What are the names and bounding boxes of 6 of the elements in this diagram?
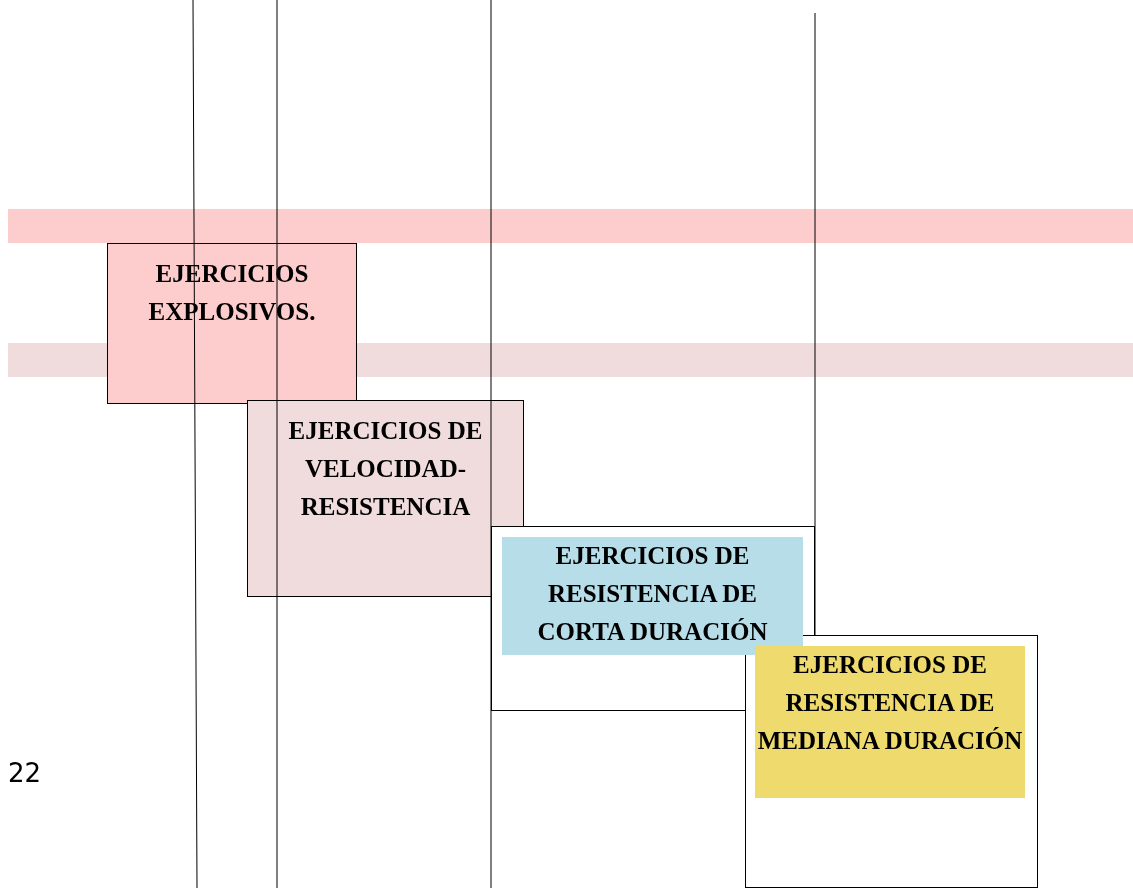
page-number: 22: [8, 758, 42, 788]
box-title: EJERCICIOS DE VELOCIDAD-RESISTENCIA: [287, 416, 484, 522]
exercise-box: [247, 400, 524, 597]
exercise-box: [107, 243, 357, 404]
box-title: EJERCICIOS DE RESISTENCIA DE MEDIANA DURACIÓN: [755, 646, 1025, 798]
box-title: EJERCICIOS DE RESISTENCIA DE CORTA DURACIÓN: [502, 537, 803, 655]
